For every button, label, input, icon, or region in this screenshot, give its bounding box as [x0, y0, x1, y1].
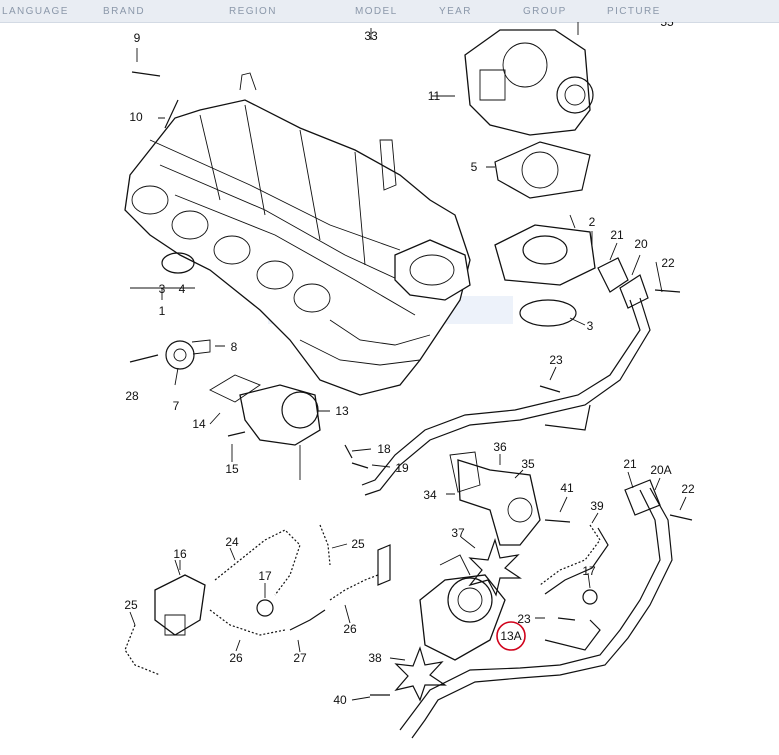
- pipe-flange[interactable]: [619, 274, 649, 309]
- label-4[interactable]: 4: [179, 282, 186, 296]
- label-25[interactable]: 25: [124, 598, 138, 612]
- seal-37[interactable]: [468, 537, 522, 597]
- bolt-41[interactable]: [544, 519, 571, 523]
- fitting-18[interactable]: [344, 444, 353, 459]
- label-16[interactable]: 16: [173, 547, 187, 561]
- pressure-sender[interactable]: [377, 544, 391, 586]
- label-38[interactable]: 38: [368, 651, 382, 665]
- nav-tab-model[interactable]: MODEL: [355, 6, 398, 17]
- label-13a[interactable]: 13A: [500, 629, 521, 643]
- egr-valve[interactable]: [209, 374, 321, 480]
- label-40[interactable]: 40: [333, 693, 347, 707]
- label-23b[interactable]: 23: [517, 612, 531, 626]
- label-2[interactable]: 2: [589, 215, 596, 229]
- label-36[interactable]: 36: [493, 440, 507, 454]
- parts-diagram: 9 10 3 4 1 33 11 5 2 21 20 22 3 23 8 7 2…: [124, 22, 695, 739]
- label-14[interactable]: 14: [192, 417, 206, 431]
- flange-gasket[interactable]: [597, 257, 629, 293]
- bolt-9[interactable]: [131, 71, 161, 77]
- nav-tab-region[interactable]: REGION: [229, 6, 277, 17]
- bolt-10[interactable]: [164, 99, 179, 129]
- bolt-22[interactable]: [654, 289, 681, 293]
- vacuum-hose-25[interactable]: [124, 624, 161, 676]
- label-10[interactable]: 10: [129, 110, 143, 124]
- vacuum-hose-24[interactable]: [214, 529, 301, 596]
- label-34[interactable]: 34: [423, 488, 437, 502]
- label-11[interactable]: 11: [428, 89, 441, 103]
- label-17b[interactable]: 17: [582, 564, 596, 578]
- egr-valve-13a[interactable]: [419, 554, 506, 661]
- label-21b[interactable]: 21: [623, 457, 637, 471]
- egr-pipe-lower[interactable]: [399, 489, 661, 731]
- label-7[interactable]: 7: [173, 399, 180, 413]
- vacuum-hose-39[interactable]: [539, 524, 601, 586]
- o-ring[interactable]: [519, 299, 577, 327]
- highlight-circle: [496, 621, 526, 651]
- label-3b[interactable]: 3: [587, 319, 594, 333]
- label-5[interactable]: 5: [471, 160, 478, 174]
- gasket-ring[interactable]: [161, 252, 195, 274]
- nav-tab-brand[interactable]: BRAND: [103, 6, 146, 17]
- bolt-23b[interactable]: [557, 617, 576, 621]
- label-33[interactable]: 33: [364, 29, 378, 43]
- label-22[interactable]: 22: [661, 256, 675, 270]
- label-26[interactable]: 26: [229, 651, 243, 665]
- label-20[interactable]: 20: [634, 237, 648, 251]
- label-3[interactable]: 3: [159, 282, 166, 296]
- label-27[interactable]: 27: [293, 651, 307, 665]
- label-55[interactable]: 55: [660, 22, 674, 29]
- label-13[interactable]: 13: [335, 404, 349, 418]
- pipe-flange-lower[interactable]: [624, 479, 661, 516]
- label-17[interactable]: 17: [258, 569, 272, 583]
- bolt-22b[interactable]: [669, 514, 693, 521]
- navigation-bar: LANGUAGE BRAND REGION MODEL YEAR GROUP P…: [0, 0, 779, 23]
- label-8[interactable]: 8: [231, 340, 238, 354]
- label-25b[interactable]: 25: [351, 537, 365, 551]
- vacuum-hose-26b[interactable]: [329, 574, 379, 601]
- seal-38[interactable]: [394, 646, 447, 702]
- fitting-19[interactable]: [351, 462, 369, 469]
- connector-27[interactable]: [289, 609, 326, 631]
- intake-manifold[interactable]: [124, 72, 471, 396]
- bolt-23[interactable]: [539, 385, 561, 393]
- throttle-body[interactable]: [464, 22, 594, 136]
- label-9[interactable]: 9: [134, 31, 141, 45]
- vacuum-hose-25b[interactable]: [319, 524, 331, 566]
- vacuum-plug[interactable]: [256, 589, 598, 617]
- label-21[interactable]: 21: [610, 228, 624, 242]
- nav-tab-picture[interactable]: PICTURE: [607, 6, 661, 17]
- label-39[interactable]: 39: [590, 499, 604, 513]
- label-35[interactable]: 35: [521, 457, 535, 471]
- label-19[interactable]: 19: [395, 461, 409, 475]
- egr-cooler-housing[interactable]: [449, 451, 541, 546]
- temperature-sensor[interactable]: [165, 339, 211, 370]
- label-1[interactable]: 1: [159, 304, 166, 318]
- label-22b[interactable]: 22: [681, 482, 695, 496]
- label-26b[interactable]: 26: [343, 622, 357, 636]
- label-41[interactable]: 41: [560, 481, 574, 495]
- nav-tab-language[interactable]: LANGUAGE: [2, 6, 69, 17]
- label-20a[interactable]: 20A: [650, 463, 671, 477]
- label-23[interactable]: 23: [549, 353, 563, 367]
- label-15[interactable]: 15: [225, 462, 239, 476]
- bolt-28[interactable]: [129, 354, 159, 363]
- label-37[interactable]: 37: [451, 526, 465, 540]
- nav-tab-year[interactable]: YEAR: [439, 6, 472, 17]
- label-24[interactable]: 24: [225, 535, 239, 549]
- egr-pipe[interactable]: [364, 297, 651, 496]
- label-28[interactable]: 28: [125, 389, 139, 403]
- nav-tab-group[interactable]: GROUP: [523, 6, 567, 17]
- solenoid-valve[interactable]: [154, 559, 206, 636]
- intake-adapter[interactable]: [494, 214, 596, 286]
- bolt-15[interactable]: [227, 431, 246, 437]
- label-18[interactable]: 18: [377, 442, 391, 456]
- vacuum-hose-26[interactable]: [209, 609, 286, 636]
- throttle-gasket[interactable]: [494, 141, 591, 199]
